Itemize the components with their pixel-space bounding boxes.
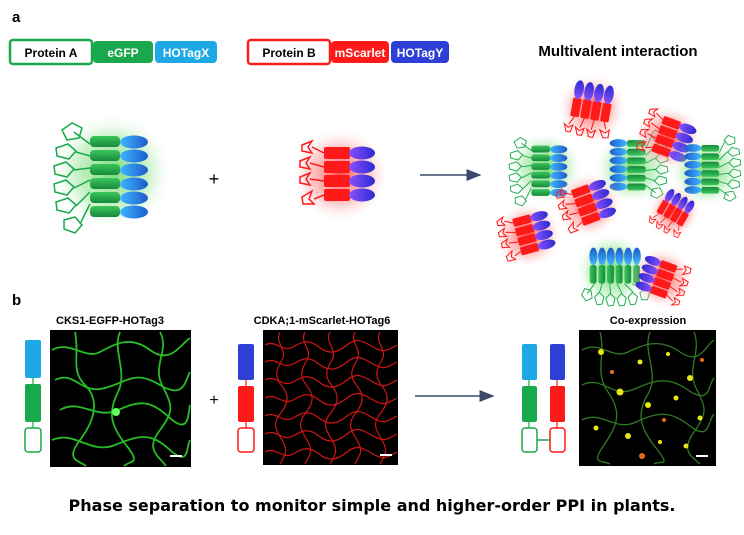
construct-schematic-2 — [237, 344, 255, 453]
green-oligomer — [49, 111, 175, 234]
hotagy-box — [391, 41, 449, 63]
protein-a-construct: Protein A eGFP HOTagX — [8, 38, 217, 66]
hotagx-box — [155, 41, 217, 63]
red-oligomer — [289, 126, 391, 224]
micrograph-mscarlet — [263, 330, 398, 465]
hotagx-label: HOTagX — [163, 46, 209, 60]
micrograph-coexpression — [579, 330, 716, 466]
image2-title: CDKA;1-mScarlet-HOTag6 — [254, 315, 391, 327]
multivalent-network — [484, 66, 744, 319]
protein-b-box — [246, 38, 332, 66]
egfp-box — [93, 41, 153, 63]
protein-a-box — [8, 38, 94, 66]
construct-schematic-3 — [521, 344, 566, 453]
protein-b-construct: Protein B mScarlet HOTagY — [246, 38, 449, 66]
egfp-label: eGFP — [107, 46, 138, 60]
plus-sign-b: + — [209, 392, 218, 409]
panel-a-label: a — [12, 9, 21, 26]
image3-title: Co-expression — [610, 315, 687, 327]
image1-title: CKS1-EGFP-HOTag3 — [56, 315, 164, 327]
construct-schematic-1 — [24, 340, 42, 453]
multivalent-title: Multivalent interaction — [538, 43, 697, 60]
micrograph-egfp — [50, 330, 191, 467]
plus-sign-a: + — [209, 169, 220, 189]
protein-b-label: Protein B — [262, 46, 316, 60]
panel-b-label: b — [12, 292, 21, 309]
mscarlet-box — [331, 41, 389, 63]
protein-a-label: Protein A — [25, 46, 78, 60]
figure-caption: Phase separation to monitor simple and h… — [68, 496, 676, 515]
mscarlet-label: mScarlet — [335, 46, 386, 60]
hotagy-label: HOTagY — [397, 46, 443, 60]
